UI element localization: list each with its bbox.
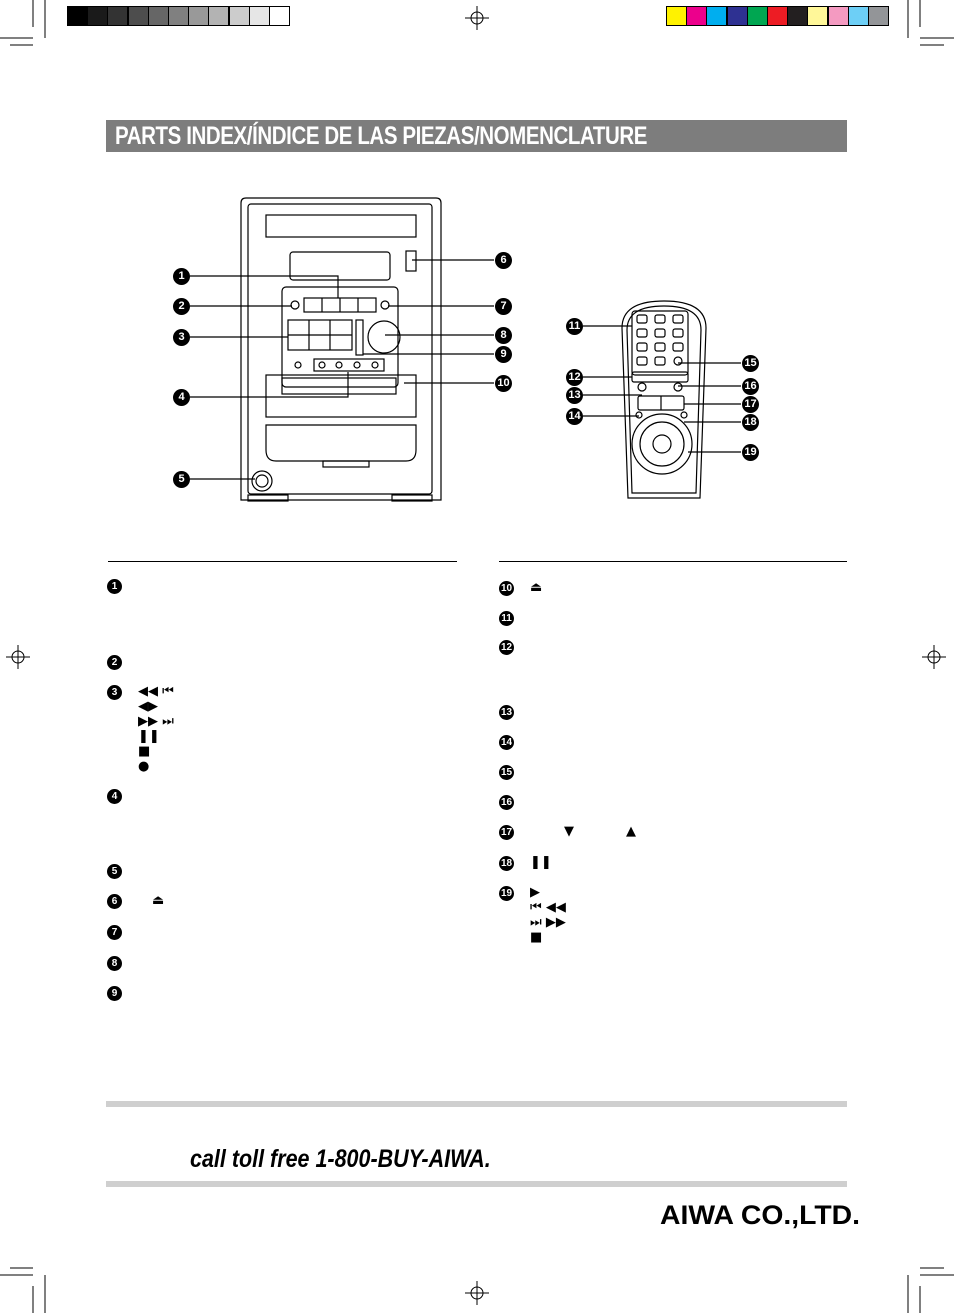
callout-17: 17 — [742, 396, 759, 413]
callout-18: 18 — [742, 414, 759, 431]
title-bar: PARTS INDEX/ÍNDICE DE LAS PIEZAS/NOMENCL… — [106, 120, 847, 152]
control-symbol: ● — [138, 759, 150, 774]
callout-16: 16 — [742, 378, 759, 395]
control-symbol: ▼ — [564, 824, 574, 839]
callout-9: 9 — [495, 346, 512, 363]
right-column-rule — [499, 561, 847, 562]
callout-11: 11 — [566, 318, 583, 335]
callout-5: 5 — [173, 471, 190, 488]
list-number-19: 19 — [499, 886, 514, 901]
list-number-9: 9 — [107, 986, 122, 1001]
footer-bar-bottom — [106, 1181, 847, 1187]
control-symbol: ⏭ ▶▶ — [530, 915, 566, 930]
list-number-14: 14 — [499, 735, 514, 750]
callout-14: 14 — [566, 408, 583, 425]
remote-illustration — [621, 300, 707, 499]
control-symbol: ■ — [138, 744, 151, 759]
callout-6: 6 — [495, 252, 512, 269]
list-number-16: 16 — [499, 795, 514, 810]
list-number-5: 5 — [107, 864, 122, 879]
list-number-6: 6 — [107, 894, 122, 909]
control-symbol: ◀◀ ⏮ — [138, 684, 174, 699]
callout-13: 13 — [566, 387, 583, 404]
list-number-8: 8 — [107, 956, 122, 971]
callout-1: 1 — [173, 268, 190, 285]
control-symbol: ◀▶ — [138, 699, 158, 714]
callout-12: 12 — [566, 369, 583, 386]
control-symbol: ▲ — [626, 824, 636, 839]
leader-lines — [190, 259, 741, 480]
list-number-12: 12 — [499, 640, 514, 655]
list-number-4: 4 — [107, 789, 122, 804]
callout-8: 8 — [495, 327, 512, 344]
control-symbol: ❚❚ — [530, 855, 552, 870]
list-number-17: 17 — [499, 825, 514, 840]
callout-2: 2 — [173, 298, 190, 315]
gray-swatch — [269, 6, 290, 26]
footer-bar-top — [106, 1101, 847, 1107]
callout-7: 7 — [495, 298, 512, 315]
control-symbol: ▶▶ ⏭ — [138, 714, 174, 729]
callout-19: 19 — [742, 444, 759, 461]
callout-10: 10 — [495, 375, 512, 392]
callout-3: 3 — [173, 329, 190, 346]
list-number-3: 3 — [107, 685, 122, 700]
control-symbol: ⏮ ◀◀ — [530, 900, 566, 915]
list-number-11: 11 — [499, 611, 514, 626]
list-number-1: 1 — [107, 579, 122, 594]
main-unit-illustration — [240, 197, 442, 502]
color-swatch — [868, 6, 889, 26]
list-number-15: 15 — [499, 765, 514, 780]
list-number-13: 13 — [499, 705, 514, 720]
list-number-18: 18 — [499, 856, 514, 871]
callout-4: 4 — [173, 389, 190, 406]
left-column-rule — [108, 561, 457, 562]
control-symbol: ❚❚ — [138, 729, 160, 744]
control-symbol: ■ — [530, 930, 543, 945]
toll-free-text: call toll free 1-800-BUY-AIWA. — [190, 1145, 491, 1173]
callout-15: 15 — [742, 355, 759, 372]
list-number-10: 10 — [499, 581, 514, 596]
list-number-7: 7 — [107, 925, 122, 940]
company-logo: AIWA CO.,LTD. — [660, 1200, 861, 1230]
control-symbol: ⏏ — [530, 580, 543, 595]
list-number-2: 2 — [107, 655, 122, 670]
control-symbol: ▶ — [530, 885, 540, 900]
page-title: PARTS INDEX/ÍNDICE DE LAS PIEZAS/NOMENCL… — [115, 122, 648, 150]
control-symbol: ⏏ — [152, 893, 165, 908]
